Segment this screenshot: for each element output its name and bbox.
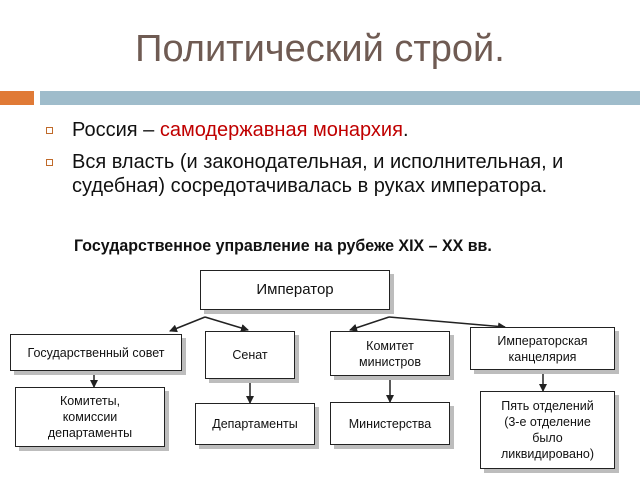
connector-line	[388, 316, 506, 331]
node-state-council: Государственный совет	[10, 334, 182, 371]
bullet-square-icon	[46, 127, 53, 134]
node-committees: Комитеты, комиссии департаменты	[15, 387, 165, 447]
slide-title: Политический строй.	[135, 28, 505, 70]
node-five-sections: Пять отделений (3-е отделение было ликви…	[480, 391, 615, 469]
bullet-item: Вся власть (и законодательная, и исполни…	[46, 150, 626, 198]
diagram-title: Государственное управление на рубеже XIX…	[74, 236, 492, 255]
bullet-square-icon	[46, 159, 53, 166]
node-imperial-chancellery: Императорская канцелярия	[470, 327, 615, 370]
accent-bar-blue	[40, 91, 640, 105]
node-senate: Сенат	[205, 331, 295, 379]
node-departments: Департаменты	[195, 403, 315, 445]
bullet-prefix: Россия –	[72, 119, 160, 141]
node-committee-ministers: Комитет министров	[330, 331, 450, 376]
node-emperor: Император	[200, 270, 390, 310]
bullet-suffix: .	[402, 119, 409, 141]
bullet-list: Россия – самодержавная монархия. Вся вла…	[46, 118, 626, 224]
bullet-item: Россия – самодержавная монархия.	[46, 118, 626, 142]
connector-line	[204, 316, 249, 332]
bullet-highlight: самодержавная монархия	[159, 119, 403, 141]
connector-line	[169, 316, 206, 333]
node-ministries: Министерства	[330, 402, 450, 445]
accent-bar-orange	[0, 91, 34, 105]
bullet-text: Вся власть (и законодательная, и исполни…	[72, 151, 564, 197]
connector-line	[349, 316, 390, 332]
